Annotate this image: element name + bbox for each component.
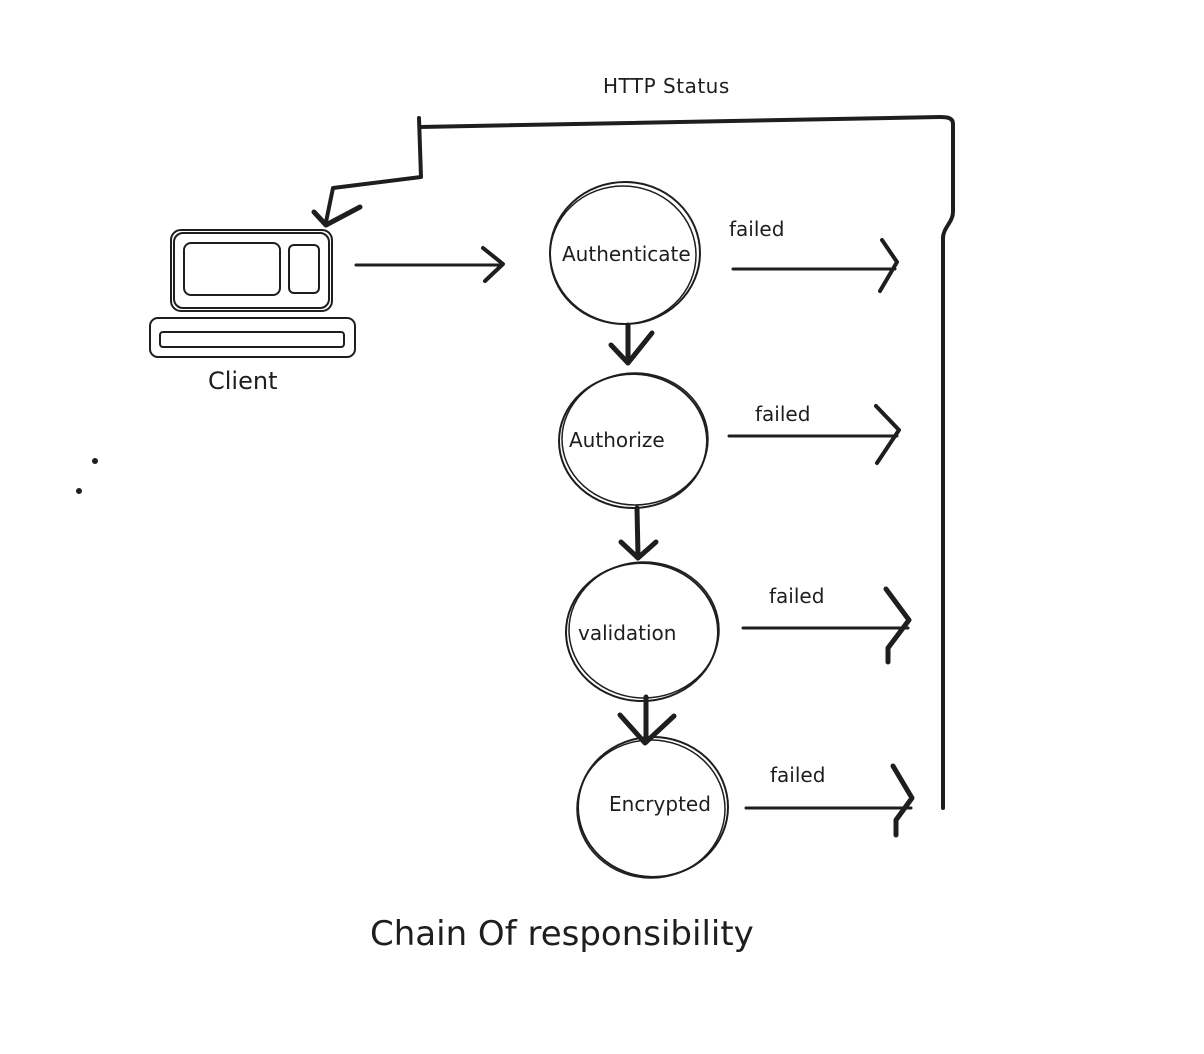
- stray-dot: [76, 488, 82, 494]
- failed-arrow: [741, 586, 912, 665]
- failed-label: failed: [769, 584, 824, 608]
- handler-label: Authorize: [569, 428, 665, 452]
- handler-label: Encrypted: [609, 792, 711, 816]
- client-label: Client: [208, 367, 277, 395]
- client-to-authenticate-arrow: [354, 246, 505, 283]
- failed-label: failed: [755, 402, 810, 426]
- diagram-title: Chain Of responsibility: [370, 914, 754, 954]
- failed-arrow: [727, 404, 901, 465]
- http-status-return-path: [311, 115, 955, 810]
- http-status-label: HTTP Status: [603, 74, 730, 98]
- handler-authorize: [558, 372, 709, 509]
- stray-dot: [92, 458, 98, 464]
- failed-label: failed: [729, 217, 784, 241]
- chain-arrow-down: [618, 505, 659, 561]
- chain-arrow-down: [617, 694, 677, 746]
- failed-arrow: [744, 763, 915, 838]
- handler-authenticate: [549, 181, 701, 325]
- handler-label: Authenticate: [562, 242, 691, 266]
- client-computer-icon: [149, 229, 356, 358]
- handler-label: validation: [578, 621, 676, 645]
- chain-arrow-down: [608, 322, 655, 366]
- failed-arrow: [731, 238, 899, 293]
- failed-label: failed: [770, 763, 825, 787]
